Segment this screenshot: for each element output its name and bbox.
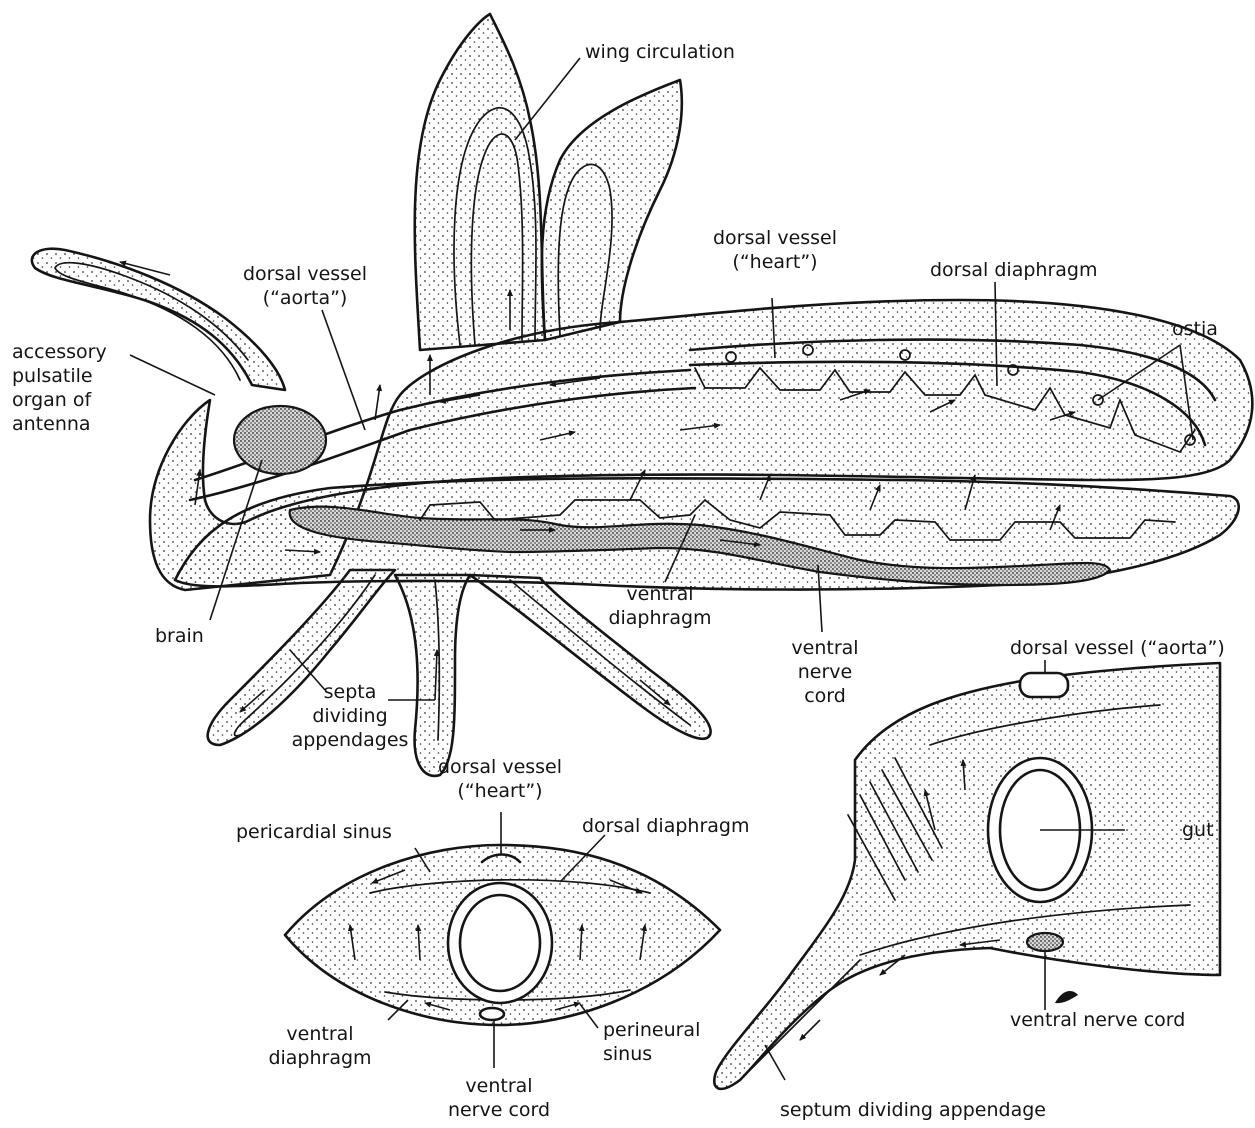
brain: [234, 406, 326, 474]
cs-ventral-nerve-cord: [480, 1008, 504, 1020]
flow-arrow: [375, 385, 380, 420]
label-dorsal-diaphragm: dorsal diaphragm: [930, 258, 1097, 282]
fly-emblem: [1055, 991, 1078, 1003]
label-ostia: ostia: [1172, 317, 1218, 341]
label-lat-septum: septum dividing appendage: [780, 1098, 1046, 1122]
flow-arrow: [800, 1020, 820, 1040]
label-cs-dorsal-diaphragm: dorsal diaphragm: [582, 814, 749, 838]
label-ventral-diaphragm: ventral diaphragm: [580, 582, 740, 630]
label-wing-circulation: wing circulation: [585, 40, 735, 64]
label-brain: brain: [155, 624, 204, 648]
label-cs-ventral-nerve-cord: ventral nerve cord: [424, 1074, 574, 1122]
lat-ventral-nerve-cord: [1027, 933, 1063, 951]
cs-gut-inner: [460, 895, 540, 991]
label-lat-gut: gut: [1182, 818, 1214, 842]
label-cs-dorsal-vessel-heart: dorsal vessel (“heart”): [425, 755, 575, 803]
label-accessory-organ: accessory pulsatile organ of antenna: [12, 340, 107, 436]
label-lat-ventral-nerve-cord: ventral nerve cord: [1010, 1008, 1185, 1032]
label-dorsal-vessel-heart: dorsal vessel (“heart”): [700, 226, 850, 274]
label-ventral-nerve-cord: ventral nerve cord: [775, 636, 875, 708]
label-septa: septa dividing appendages: [290, 680, 410, 752]
label-cs-ventral-diaphragm: ventral diaphragm: [250, 1022, 390, 1070]
label-cs-pericardial-sinus: pericardial sinus: [236, 820, 392, 844]
lat-dorsal-vessel: [1020, 673, 1068, 697]
label-dorsal-vessel-aorta: dorsal vessel (“aorta”): [230, 262, 380, 310]
label-lat-dorsal-vessel-aorta: dorsal vessel (“aorta”): [1010, 636, 1225, 660]
label-cs-perineural-sinus: perineural sinus: [603, 1018, 700, 1066]
cross-section-group: [285, 845, 720, 1025]
fore-wing: [415, 14, 545, 350]
